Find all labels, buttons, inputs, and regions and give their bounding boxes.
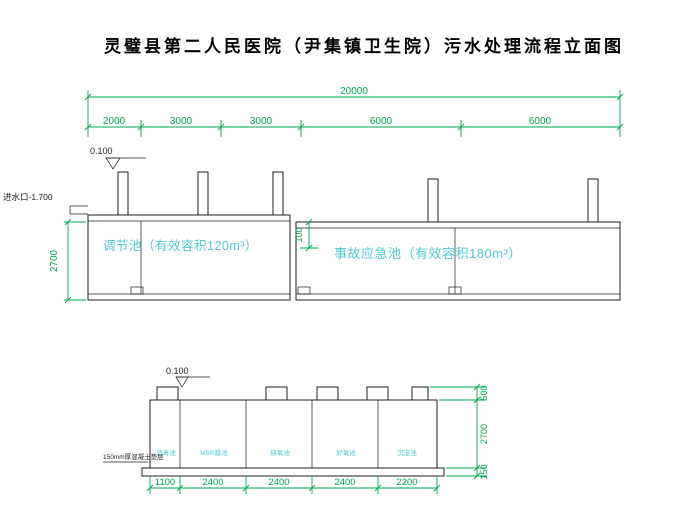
upper-elevation-mark: 0.100 <box>90 146 146 170</box>
access-hatch <box>411 386 429 401</box>
upper-depth-dimension: 2700 <box>49 218 86 304</box>
upper-total-dimension: 20000 <box>84 86 624 137</box>
vent-column <box>272 171 284 216</box>
elevation-value: 0.100 <box>90 146 113 156</box>
upper-segment-dimension: 2000 3000 3000 6000 6000 <box>84 116 624 137</box>
sump-pit <box>130 286 144 295</box>
regulation-tank-outline <box>87 214 291 301</box>
segment-dim-label: 3000 <box>170 116 193 127</box>
right-dim-label: 2700 <box>479 424 489 444</box>
lower-bottom-dimension: 1100 2400 2400 2400 2200 <box>146 476 441 494</box>
access-hatch <box>156 386 179 401</box>
access-hatch <box>366 386 389 401</box>
total-dimension-label: 20000 <box>340 86 368 97</box>
base-note-label: 150mm厚混凝土垫层 <box>103 452 164 461</box>
bottom-dim-label: 1100 <box>155 477 175 488</box>
sump-pit <box>297 286 311 295</box>
vent-column <box>117 171 129 216</box>
chamber-label: 沉淀池 <box>397 448 417 457</box>
bottom-dim-label: 2200 <box>396 477 417 488</box>
depth-dim-label: 2700 <box>49 249 60 272</box>
inlet-annotation: 进水口-1.700 <box>3 192 88 215</box>
segment-dim-label: 6000 <box>370 116 393 127</box>
access-hatch <box>316 386 339 401</box>
emergency-tank-label: 事故应急池（有效容积180m³） <box>334 246 522 261</box>
chamber-label: 缺氧池 <box>270 448 290 457</box>
elevation-value: 0.100 <box>166 366 189 376</box>
upper-offset-dimension: 100 <box>294 218 318 252</box>
lower-tanks <box>141 386 445 477</box>
right-dim-label: 150 <box>479 464 489 479</box>
lower-right-dimension: 500 2700 150 <box>430 383 489 480</box>
regulation-tank-label: 调节池（有效容积120m³） <box>103 238 258 253</box>
sump-pit <box>448 286 462 295</box>
bottom-dim-label: 2400 <box>268 477 289 488</box>
drawing-title: 灵璧县第二人民医院（尹集镇卫生院）污水处理流程立面图 <box>104 36 624 56</box>
elevation-triangle-icon <box>105 157 121 170</box>
inlet-label: 进水口-1.700 <box>3 192 53 202</box>
emergency-tank-outline <box>295 221 621 301</box>
upper-tanks <box>87 171 621 301</box>
segment-dim-label: 3000 <box>250 116 273 127</box>
segment-dim-label: 2000 <box>103 116 126 127</box>
chamber-label: 消毒池 <box>156 448 176 457</box>
chamber-label: 好氧池 <box>336 448 356 457</box>
vent-column <box>587 178 599 223</box>
treatment-tank-outline <box>149 399 438 469</box>
bottom-dim-label: 2400 <box>334 477 355 488</box>
right-dim-label: 500 <box>479 385 489 400</box>
offset-dim-label: 100 <box>294 227 304 242</box>
base-slab <box>141 467 445 477</box>
segment-dim-label: 6000 <box>529 116 552 127</box>
base-note-annotation: 150mm厚混凝土垫层 <box>103 452 164 463</box>
access-hatch <box>265 386 288 401</box>
bottom-dim-label: 2400 <box>202 477 223 488</box>
chamber-label: MBR膜池 <box>200 448 228 457</box>
vent-column <box>197 171 209 216</box>
vent-column <box>427 178 439 223</box>
elevation-triangle-icon <box>175 376 189 388</box>
lower-elevation-mark: 0.100 <box>166 366 210 388</box>
